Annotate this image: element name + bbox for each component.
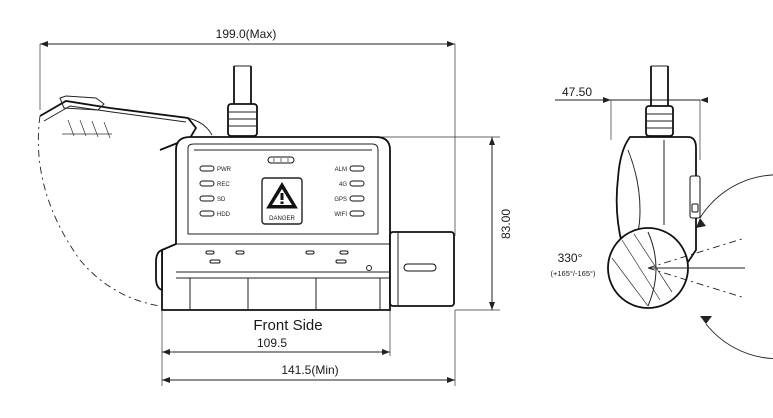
view-caption: Front Side: [253, 317, 322, 334]
led-label-4g: 4G: [339, 182, 347, 188]
led-indicator: [349, 180, 365, 187]
warning-triangle-icon: [266, 182, 298, 209]
dimension-label-height: 83.00: [499, 209, 513, 239]
led-label-gps: GPS: [334, 197, 347, 203]
dimension-label-side-depth: 47.50: [562, 85, 592, 99]
min-width-dimension: 141.5(Min): [162, 310, 456, 386]
mount-bracket: [37, 95, 213, 307]
device-front-view: PWR REC SD HDD ALM 4G GPS WIFI DANGER: [155, 136, 455, 311]
dimension-label-rotation-range: (+165°/-165°): [551, 269, 596, 278]
warning-label: DANGER: [269, 216, 295, 222]
led-indicator: [199, 165, 215, 172]
led-label-hdd: HDD: [217, 212, 231, 218]
led-label-sd: SD: [217, 197, 226, 203]
front-width-dimension: 109.5: [161, 310, 391, 386]
led-indicator: [349, 195, 365, 202]
top-dimension: 199.0(Max): [39, 27, 456, 236]
led-label-wifi: WIFI: [334, 212, 347, 218]
dimension-label-front-width: 109.5: [257, 336, 287, 350]
device-side-view: 47.50 330° (+165°/-165°): [551, 65, 773, 360]
dimension-label-max-width: 199.0(Max): [216, 27, 277, 41]
led-label-rec: REC: [217, 182, 230, 188]
led-indicator: [349, 165, 365, 172]
led-indicator: [199, 180, 215, 187]
led-label-pwr: PWR: [217, 167, 232, 173]
dimension-label-min-width: 141.5(Min): [281, 363, 338, 377]
height-dimension: 83.00: [380, 136, 513, 311]
led-indicator: [199, 195, 215, 202]
power-cable: [227, 65, 258, 137]
led-indicator: [349, 210, 365, 217]
led-indicator: [199, 210, 215, 217]
dimension-label-rotation: 330°: [558, 251, 583, 265]
led-label-alm: ALM: [335, 167, 347, 173]
